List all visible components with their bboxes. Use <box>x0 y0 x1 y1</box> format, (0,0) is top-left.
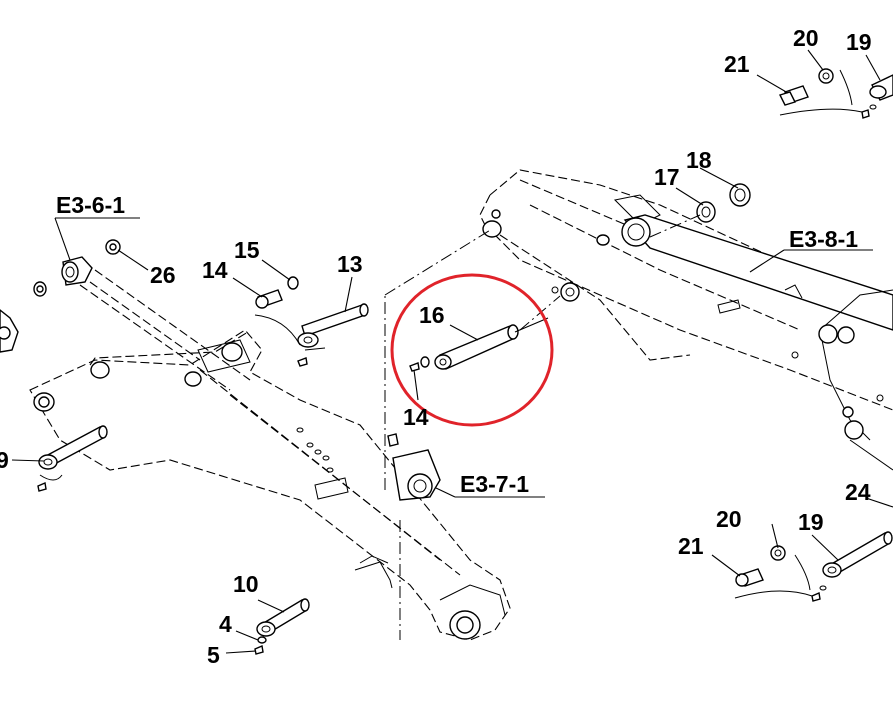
callout-18: 18 <box>686 147 712 173</box>
callout-4: 4 <box>219 611 232 637</box>
callout-24: 24 <box>845 479 871 505</box>
callout-20-bottom: 20 <box>716 506 742 532</box>
leader-lines <box>11 49 893 654</box>
ref-e3-6-1: E3-6-1 <box>56 192 125 218</box>
callout-labels: 21 20 19 18 17 26 15 14 13 16 14 9 10 4 … <box>0 25 872 668</box>
left-edge-bracket <box>0 309 19 353</box>
bushing-e3-7-1 <box>387 433 441 501</box>
ref-e3-7-1: E3-7-1 <box>460 471 529 497</box>
top-right-hardware <box>779 68 893 119</box>
bushing-e3-6-1 <box>33 239 201 361</box>
pin-16-assembly <box>409 282 580 372</box>
callout-13: 13 <box>337 251 363 277</box>
callout-9: 9 <box>0 447 9 473</box>
callout-10: 10 <box>233 571 259 597</box>
callout-19-bottom: 19 <box>798 509 824 535</box>
right-boom-arm <box>479 169 893 471</box>
ref-e3-8-1: E3-8-1 <box>789 226 858 252</box>
assembly-lines <box>384 228 561 640</box>
pin-13-assembly <box>254 276 369 367</box>
callout-21-bottom: 21 <box>678 533 704 559</box>
callout-20-top: 20 <box>793 25 819 51</box>
reference-labels: E3-6-1 E3-8-1 E3-7-1 <box>56 192 858 497</box>
callout-21-top: 21 <box>724 51 750 77</box>
callout-14-center: 14 <box>403 404 429 430</box>
pin-10-assembly <box>254 598 310 655</box>
callout-19-top: 19 <box>846 29 872 55</box>
callout-5: 5 <box>207 642 220 668</box>
callout-16: 16 <box>419 302 445 328</box>
highlight-circle <box>390 273 554 427</box>
bottom-right-hardware <box>734 531 893 602</box>
callout-26: 26 <box>150 262 176 288</box>
callout-17: 17 <box>654 164 680 190</box>
pin-9-assembly <box>37 425 108 492</box>
callout-14-left: 14 <box>202 257 228 283</box>
callout-15: 15 <box>234 237 260 263</box>
washers-17-18 <box>649 183 751 238</box>
